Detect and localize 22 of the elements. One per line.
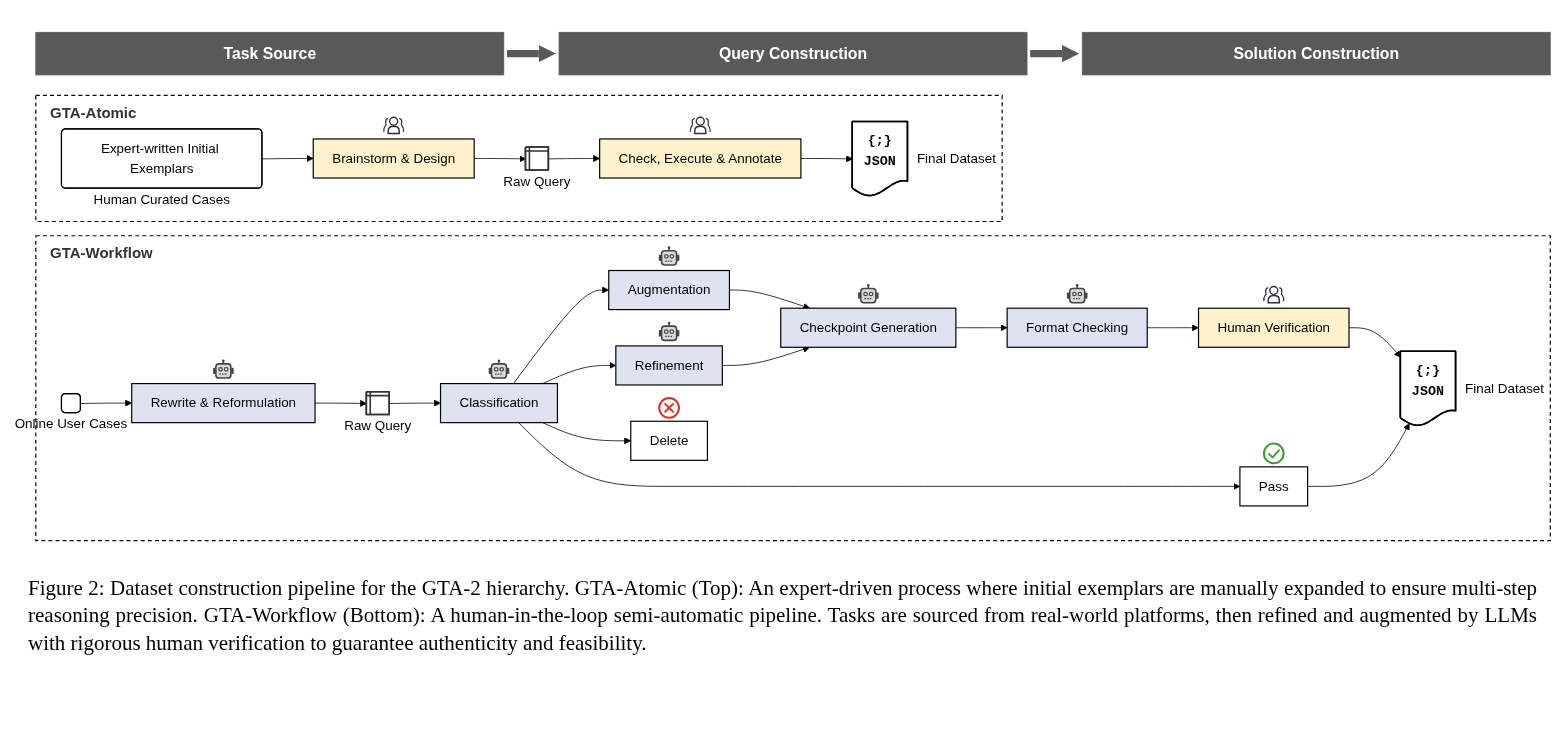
node-box: Pass — [1239, 466, 1309, 507]
node-box: Task Source — [35, 31, 505, 76]
node-box: Augmentation — [608, 269, 730, 311]
node-caption: Raw Query — [503, 173, 571, 189]
figure-caption: Figure 2: Dataset construction pipeline for the GTA-2 hierarchy. GTA-Atomic (Top): An expert-driven process where initial exemplars are manually expanded to ensure multi-step reasoning precision. GTA-Workflow (Bottom): A human-in-the-loop semi-automatic pipeline. Tasks are sourced from real-world platforms, then refined and augmented by LLMs with rigorous human verification to guarantee authenticity and feasibility. — [28, 575, 1537, 657]
node-box: Human Verification — [1197, 307, 1350, 348]
node-caption: Final Dataset — [916, 151, 996, 167]
node-caption: Raw Query — [344, 418, 412, 434]
node-caption: Online User Cases — [14, 416, 128, 432]
node-caption: Final Dataset — [1465, 380, 1545, 396]
node-box: Delete — [630, 420, 708, 461]
node-box: Rewrite & Reformulation — [131, 383, 316, 424]
node-box: Format Checking — [1006, 307, 1148, 348]
node-box: Brainstorm & Design — [312, 138, 475, 179]
node-box: Solution Construction — [1081, 31, 1551, 76]
node-box: Check, Execute & Annotate — [599, 138, 802, 179]
node-caption: Human Curated Cases — [93, 191, 230, 207]
node-box: Query Construction — [558, 31, 1028, 76]
node-box: Classification — [439, 383, 559, 424]
node-box: Checkpoint Generation — [780, 307, 957, 348]
arrow — [506, 45, 556, 63]
node-box: Refinement — [615, 345, 723, 386]
